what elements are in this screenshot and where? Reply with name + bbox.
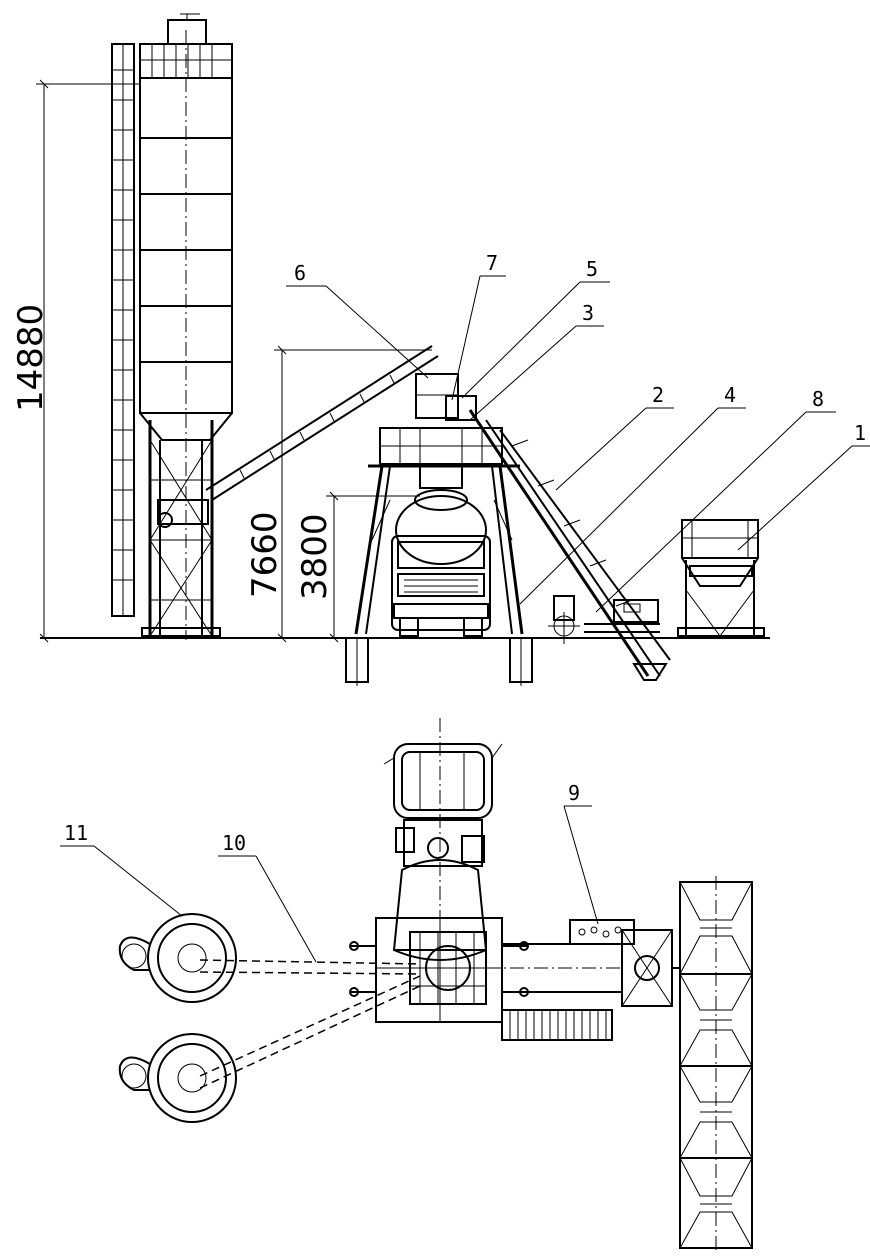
dimension-14880 bbox=[36, 79, 140, 643]
callout-3-label: 3 bbox=[582, 301, 594, 325]
callout-2: 2 bbox=[555, 383, 674, 491]
callout-9: 9 bbox=[563, 781, 599, 925]
control-room bbox=[569, 919, 635, 945]
callout-4: 4 bbox=[519, 383, 746, 605]
callout-10-label: 10 bbox=[222, 831, 246, 855]
dim-label-14880: 14880 bbox=[11, 304, 51, 412]
silo-plan-upper bbox=[118, 913, 237, 1003]
conveyor-plan bbox=[486, 929, 673, 1007]
callout-6-label: 6 bbox=[294, 261, 306, 285]
control-cabinet bbox=[613, 599, 659, 623]
screw-plan bbox=[199, 959, 421, 1089]
callout-3: 3 bbox=[469, 301, 604, 421]
silo-plan-lower bbox=[118, 1033, 237, 1123]
callout-6: 6 bbox=[286, 261, 429, 379]
stair-plan bbox=[501, 1009, 613, 1041]
callout-1: 1 bbox=[737, 421, 870, 551]
callout-9-label: 9 bbox=[568, 781, 580, 805]
mixer-truck-front bbox=[391, 495, 491, 637]
mixer-truck-top bbox=[383, 743, 503, 961]
callout-1-label: 1 bbox=[854, 421, 866, 445]
screw-conveyor bbox=[205, 345, 439, 501]
conveyor-tail bbox=[632, 663, 668, 681]
station-legs bbox=[354, 465, 524, 635]
batcher-plan bbox=[672, 876, 753, 1254]
elevation-view: 14880 7660 3800 6 7 5 bbox=[11, 13, 870, 686]
callout-8: 8 bbox=[595, 387, 836, 613]
callout-4-label: 4 bbox=[724, 383, 736, 407]
callout-11-label: 11 bbox=[64, 821, 88, 845]
mixer-outlet bbox=[414, 489, 468, 511]
dust-collector bbox=[167, 19, 207, 45]
callout-5-label: 5 bbox=[586, 257, 598, 281]
dimension-3800 bbox=[326, 491, 420, 643]
silo-support-legs bbox=[141, 420, 221, 637]
cement-silo bbox=[111, 13, 233, 640]
dimension-7660 bbox=[274, 345, 432, 643]
plan-view: 9 10 11 bbox=[60, 718, 753, 1254]
ground-equipment bbox=[548, 595, 660, 644]
callout-8-label: 8 bbox=[812, 387, 824, 411]
belt-conveyor bbox=[468, 409, 671, 681]
callout-7: 7 bbox=[451, 251, 506, 401]
aggregate-batcher bbox=[677, 519, 765, 637]
callout-5: 5 bbox=[461, 257, 610, 399]
callout-7-label: 7 bbox=[486, 251, 498, 275]
callout-11: 11 bbox=[60, 821, 183, 917]
callout-10: 10 bbox=[218, 831, 317, 963]
dim-label-7660: 7660 bbox=[245, 511, 285, 598]
station-plan bbox=[349, 917, 529, 1023]
mixing-station bbox=[345, 373, 533, 686]
dim-label-3800: 3800 bbox=[295, 513, 335, 600]
screw-inlet bbox=[157, 499, 209, 525]
callout-2-label: 2 bbox=[652, 383, 664, 407]
